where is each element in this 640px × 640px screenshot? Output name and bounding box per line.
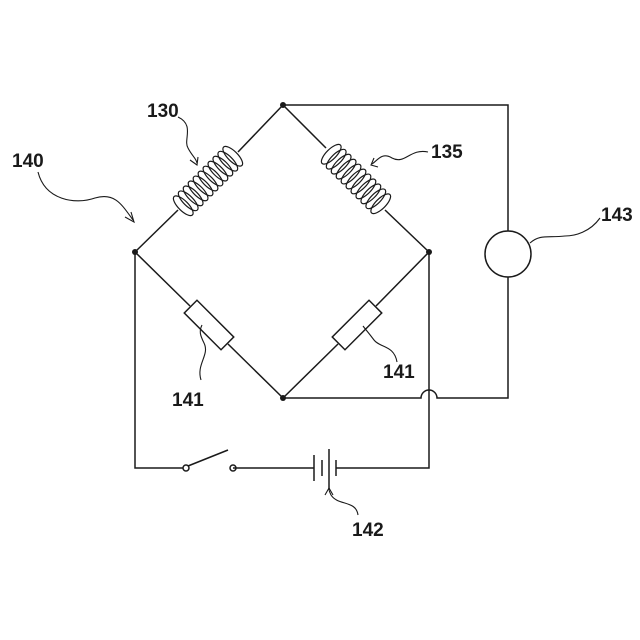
wire-top-to-coil-b (283, 105, 326, 148)
battery (314, 449, 336, 489)
leader-143 (530, 218, 600, 243)
wire-resistor-left-to-bottom (228, 344, 283, 398)
meter-circle (485, 231, 531, 277)
label-135: 135 (431, 142, 463, 163)
coil-winding (205, 158, 230, 183)
leader-130 (178, 117, 197, 163)
wire-top-to-meter (283, 105, 508, 231)
leader-142 (329, 490, 358, 515)
wire-top-to-coil-a (238, 105, 283, 152)
switch-lever (188, 450, 228, 466)
node-bottom (280, 395, 286, 401)
leader-140 (38, 172, 133, 220)
resistor-left (184, 300, 233, 349)
label-141-left: 141 (172, 390, 204, 411)
coil-winding (171, 193, 196, 218)
node-right (426, 249, 432, 255)
label-141-right: 141 (383, 362, 415, 383)
node-top (280, 102, 286, 108)
wire-coil-a-to-left (135, 210, 178, 252)
wire-resistor-right-to-bottom (283, 344, 338, 398)
resistor-right (332, 300, 381, 349)
leader-140-arrow (125, 212, 134, 222)
coil-winding (190, 173, 215, 198)
label-140: 140 (12, 151, 44, 172)
leader-lines (38, 117, 600, 515)
coil-winding (175, 188, 200, 213)
wire-right-to-resistor-right (376, 252, 429, 306)
wire-battery-to-right (336, 252, 429, 468)
sensor-coil-a (171, 144, 246, 219)
coil-winding (180, 183, 205, 208)
label-142: 142 (352, 520, 384, 541)
label-143: 143 (601, 205, 633, 226)
coil-winding (328, 151, 353, 176)
node-left (132, 249, 138, 255)
leader-135 (372, 151, 428, 164)
junction-dots (132, 102, 432, 401)
wire-left-down (135, 252, 183, 468)
label-130: 130 (147, 101, 179, 122)
wire-left-to-resistor-left (135, 252, 190, 306)
sensor-coil-b (319, 142, 394, 217)
switch (183, 450, 236, 471)
wire-coil-b-to-right (385, 210, 429, 252)
leader-141-right (363, 326, 397, 362)
